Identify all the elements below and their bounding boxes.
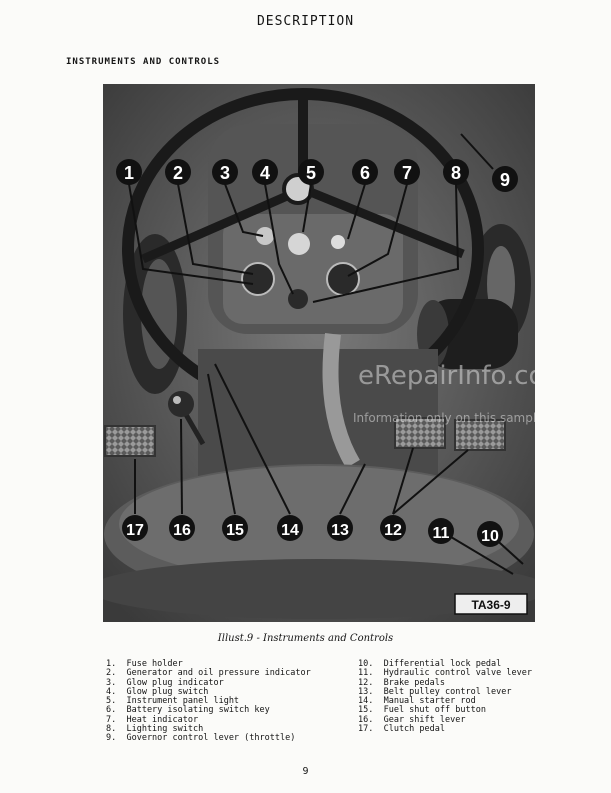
callout-17: 17 bbox=[122, 515, 148, 541]
callout-7: 7 bbox=[394, 159, 420, 185]
legend-item: 12. Brake pedals bbox=[358, 677, 445, 688]
svg-text:11: 11 bbox=[433, 525, 450, 542]
legend-item: 4. Glow plug switch bbox=[106, 686, 209, 697]
callout-8: 8 bbox=[443, 159, 469, 185]
svg-text:2: 2 bbox=[173, 163, 183, 183]
callout-14: 14 bbox=[277, 515, 303, 541]
svg-text:12: 12 bbox=[384, 522, 402, 539]
legend-item: 8. Lighting switch bbox=[106, 724, 204, 735]
svg-text:8: 8 bbox=[451, 163, 461, 183]
svg-text:16: 16 bbox=[173, 522, 191, 539]
svg-text:15: 15 bbox=[226, 522, 244, 539]
svg-text:13: 13 bbox=[331, 522, 349, 539]
tractor-controls-photo: eRepairInfo.com Information only on this… bbox=[103, 84, 535, 622]
legend-item: 2. Generator and oil pressure indicator bbox=[106, 668, 311, 679]
page-number: 9 bbox=[302, 766, 309, 777]
section-title: INSTRUMENTS AND CONTROLS bbox=[66, 57, 221, 67]
watermark-main: eRepairInfo.com bbox=[358, 361, 535, 391]
svg-text:5: 5 bbox=[306, 163, 316, 183]
legend-item: 16. Gear shift lever bbox=[358, 714, 466, 725]
svg-text:7: 7 bbox=[402, 163, 412, 183]
legend-item: 13. Belt pulley control lever bbox=[358, 686, 512, 697]
legend-item: 14. Manual starter rod bbox=[358, 696, 476, 707]
watermark-sub: Information only on this sample bbox=[353, 411, 535, 425]
svg-text:6: 6 bbox=[360, 163, 370, 183]
callout-6: 6 bbox=[352, 159, 378, 185]
callout-9: 9 bbox=[492, 166, 518, 192]
callout-16: 16 bbox=[169, 515, 195, 541]
callout-11: 11 bbox=[428, 518, 454, 544]
callout-15: 15 bbox=[222, 515, 248, 541]
legend-item: 15. Fuel shut off button bbox=[358, 705, 486, 716]
callout-12: 12 bbox=[380, 515, 406, 541]
page-header: DESCRIPTION bbox=[256, 14, 355, 29]
callout-2: 2 bbox=[165, 159, 191, 185]
legend-item: 9. Governor control lever (throttle) bbox=[106, 733, 296, 744]
legend-item: 7. Heat indicator bbox=[106, 714, 199, 725]
callout-10: 10 bbox=[477, 521, 503, 547]
callout-3: 3 bbox=[212, 159, 238, 185]
callout-4: 4 bbox=[252, 159, 278, 185]
svg-text:10: 10 bbox=[481, 528, 499, 545]
svg-text:14: 14 bbox=[281, 522, 299, 539]
legend-list-left: 1. Fuse holder 2. Generator and oil pres… bbox=[106, 659, 311, 744]
legend-item: 11. Hydraulic control valve lever bbox=[358, 668, 532, 679]
callout-1: 1 bbox=[116, 159, 142, 185]
figure-caption: Illust.9 - Instruments and Controls bbox=[217, 633, 394, 644]
svg-text:TA36-9: TA36-9 bbox=[471, 598, 510, 612]
plate-label: TA36-9 bbox=[454, 593, 528, 615]
callout-13: 13 bbox=[327, 515, 353, 541]
svg-text:17: 17 bbox=[126, 522, 144, 539]
legend-item: 3. Glow plug indicator bbox=[106, 677, 224, 688]
svg-text:3: 3 bbox=[220, 163, 230, 183]
svg-text:4: 4 bbox=[260, 163, 270, 183]
legend-item: 17. Clutch pedal bbox=[358, 724, 445, 735]
legend-list-right: 10. Differential lock pedal 11. Hydrauli… bbox=[358, 659, 532, 735]
legend-item: 1. Fuse holder bbox=[106, 659, 183, 669]
svg-text:1: 1 bbox=[124, 163, 134, 183]
legend-item: 6. Battery isolating switch key bbox=[106, 705, 270, 716]
callout-5: 5 bbox=[298, 159, 324, 185]
legend-item: 5. Instrument panel light bbox=[106, 696, 240, 707]
svg-text:9: 9 bbox=[500, 170, 510, 190]
legend-item: 10. Differential lock pedal bbox=[358, 659, 502, 669]
